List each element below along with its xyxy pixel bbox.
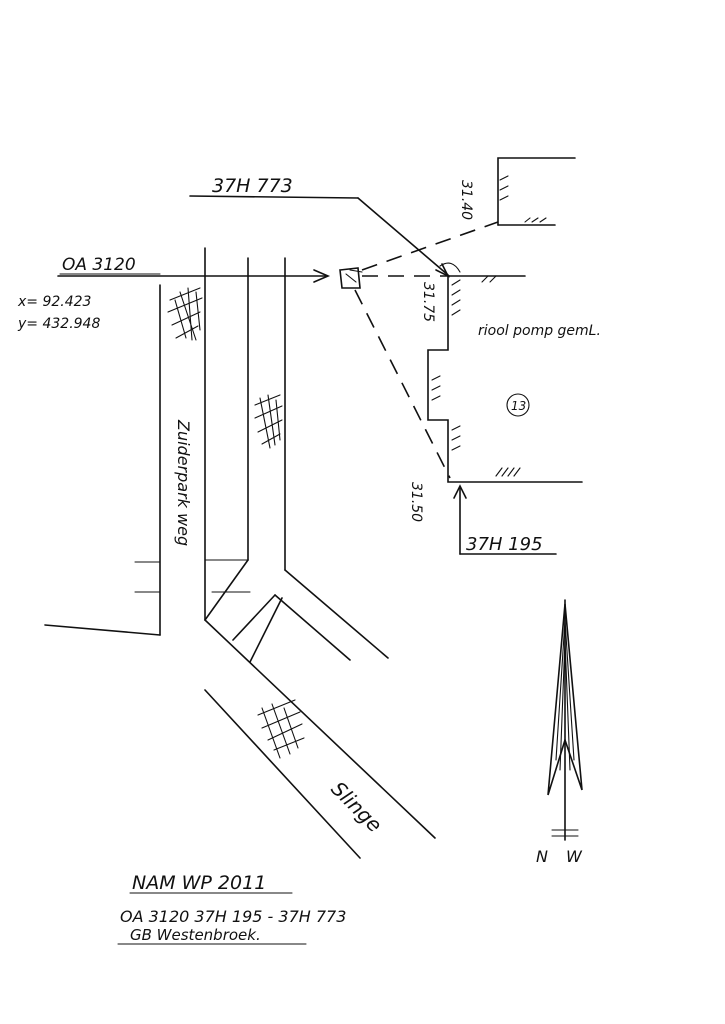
label-37h195: 37H 195 <box>466 534 543 555</box>
hatch-lower <box>257 699 305 759</box>
pointer-37h773 <box>189 195 450 278</box>
slinge-label: Slinge <box>326 777 386 837</box>
label-coord-x: x= 92.423 <box>17 294 91 310</box>
oa3120-pointer <box>57 269 331 283</box>
measure-3175: 31.75 <box>420 282 436 322</box>
north-label-2: W <box>566 847 583 866</box>
sight-lines <box>354 221 499 479</box>
north-label: N <box>536 847 548 866</box>
measure-3140: 31.40 <box>458 180 474 220</box>
hatch-middle <box>254 394 283 449</box>
label-oa3120: OA 3120 <box>62 255 136 275</box>
pointer-37h195 <box>453 484 557 555</box>
hatch-top-left <box>167 287 203 341</box>
footer-surveyor: GB Westenbroek. <box>130 926 261 944</box>
label-37h773: 37H 773 <box>212 175 293 197</box>
survey-marker <box>339 267 363 289</box>
footer-title: NAM WP 2011 <box>132 872 266 894</box>
building-outline <box>427 157 583 483</box>
north-arrow <box>547 599 583 841</box>
measure-3150: 31.50 <box>408 482 424 522</box>
riool-label: riool pomp gemL. <box>478 323 601 339</box>
footer-points: OA 3120 37H 195 - 37H 773 <box>120 907 346 926</box>
road-zuiderpark-weg <box>44 247 436 859</box>
building-number: 13 <box>511 399 526 413</box>
street-label: Zuiderpark weg <box>174 419 193 546</box>
label-coord-y: y= 432.948 <box>17 316 100 332</box>
